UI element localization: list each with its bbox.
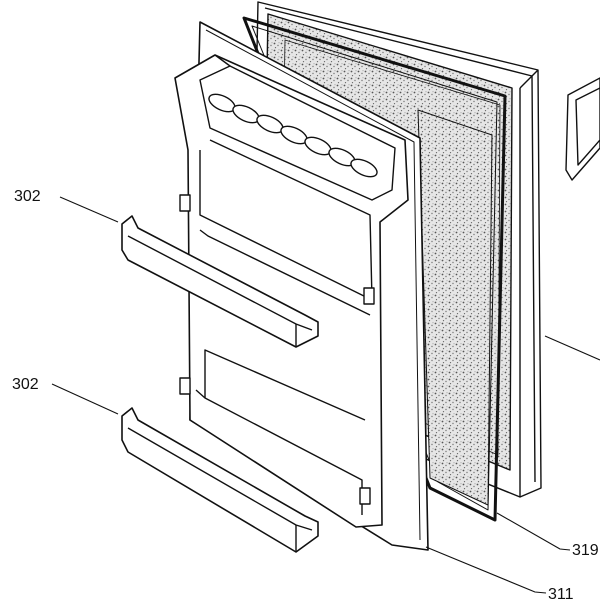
door-handle [565,77,600,181]
leader-302-upper [59,196,119,223]
callout-302-upper-shelf: 302 [14,188,41,205]
leader-lines [51,196,600,594]
bottle-rack-slots [208,93,378,178]
leader-offscreen [544,335,600,361]
callout-311-inner-panel: 311 [548,586,574,603]
leader-319 [496,512,571,551]
callout-319-gasket: 319 [572,542,599,559]
callout-302-lower-shelf: 302 [12,376,39,393]
leader-302-lower [51,383,119,415]
lower-door-shelf [121,407,319,553]
upper-door-shelf [121,215,319,348]
leader-311 [425,546,547,594]
